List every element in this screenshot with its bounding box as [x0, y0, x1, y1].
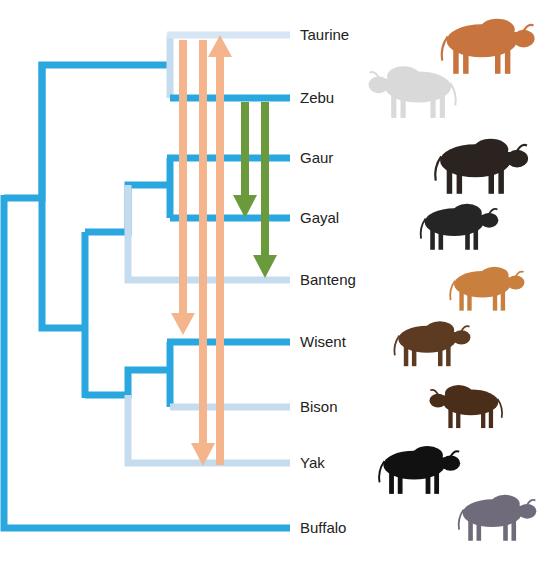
- taxon-label: Banteng: [300, 271, 356, 289]
- taxon-label: Gayal: [300, 209, 339, 227]
- taxon-label: Taurine: [300, 26, 349, 44]
- tree-branches: [4, 35, 290, 528]
- taxon-label: Wisent: [300, 333, 346, 351]
- taxon-label: Zebu: [300, 89, 334, 107]
- taxon-label: Gaur: [300, 149, 333, 167]
- taxon-label: Yak: [300, 454, 325, 472]
- animal-pictures: [368, 19, 536, 541]
- introgression-arrows: [171, 35, 277, 466]
- taxon-label: Bison: [300, 398, 338, 416]
- taxon-label: Buffalo: [300, 519, 346, 537]
